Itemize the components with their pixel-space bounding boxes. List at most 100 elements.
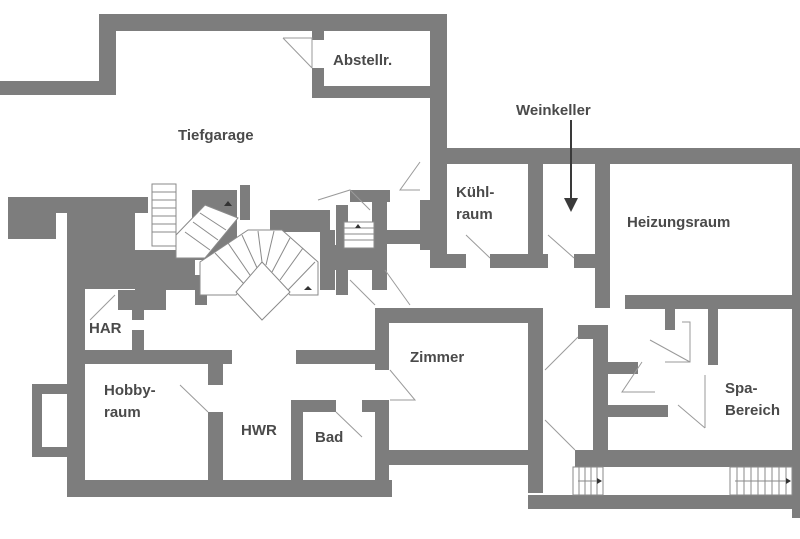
wall (575, 450, 800, 467)
wall (99, 14, 447, 31)
room-label-abstellraum: Abstellr. (333, 52, 392, 69)
door-swing (544, 419, 576, 451)
door-swing (677, 404, 706, 429)
walls (0, 14, 800, 518)
room-label-bad: Bad (315, 429, 343, 446)
door-swing (621, 361, 655, 393)
wall (85, 197, 135, 289)
stair-step (287, 261, 316, 291)
room-label-har: HAR (89, 320, 122, 337)
room-label-hobbyraum-line1: Hobby- (104, 382, 156, 399)
stair-step (199, 212, 227, 231)
wall (593, 325, 608, 465)
wall (291, 400, 303, 497)
wall (312, 31, 324, 40)
wall (67, 350, 232, 364)
door-swing (384, 269, 411, 306)
stair-u (151, 183, 239, 259)
door-swing (547, 234, 575, 259)
stair-step (271, 237, 291, 273)
wall (296, 350, 386, 364)
stair-direction-arrow (304, 286, 312, 290)
wall (132, 305, 144, 320)
stairs (151, 183, 793, 496)
room-labels: Abstellr. Tiefgarage Weinkeller Kühl- ra… (89, 52, 780, 446)
room-label-spa-line1: Spa- (725, 380, 758, 397)
wall (240, 185, 250, 220)
wall (490, 254, 548, 268)
door-swing (665, 321, 691, 363)
wall (420, 200, 434, 250)
room-label-heizungsraum: Heizungsraum (627, 214, 730, 231)
weinkeller-pointer-arrow (564, 120, 578, 212)
door-swing (89, 294, 116, 321)
wall (608, 405, 668, 417)
stair-bottom-left (572, 466, 604, 496)
wall (32, 384, 42, 457)
room-label-kuehlraum-line2: raum (456, 206, 493, 223)
wall (208, 412, 223, 497)
stair-spiral (199, 229, 319, 321)
door-swing (283, 37, 313, 68)
door-swing (179, 384, 209, 413)
stair-direction-arrow (786, 478, 791, 484)
room-label-kuehlraum-line1: Kühl- (456, 184, 494, 201)
stair-step (214, 252, 246, 286)
door-swing (389, 369, 417, 401)
stair-core (235, 261, 291, 321)
wall (665, 300, 675, 330)
wall (67, 197, 85, 497)
wall (372, 190, 387, 290)
wall (270, 210, 330, 232)
door-swing (317, 189, 371, 211)
wall (312, 86, 432, 98)
door-swing (335, 411, 363, 438)
stair-step (257, 230, 263, 263)
room-label-tiefgarage: Tiefgarage (178, 127, 254, 144)
wall (336, 205, 348, 295)
wall (528, 148, 543, 266)
stair-direction-arrow (355, 224, 361, 228)
stair-direction-arrow (597, 478, 602, 484)
wall (528, 495, 800, 509)
room-label-spa-line2: Bereich (725, 402, 780, 419)
wall (375, 400, 389, 497)
wall (708, 300, 718, 365)
wall (792, 148, 800, 518)
door-swings (89, 37, 706, 451)
wall (574, 254, 610, 268)
stair-direction-arrow (224, 201, 232, 206)
wall (528, 308, 543, 493)
door-swing (465, 234, 491, 259)
wall (99, 14, 116, 95)
wall (32, 384, 70, 394)
door-swing (544, 336, 579, 371)
wall (118, 290, 166, 310)
wall (67, 480, 392, 497)
wall (430, 254, 466, 268)
wall (0, 81, 116, 95)
wall (375, 450, 543, 465)
door-swing (649, 339, 691, 363)
wall (430, 148, 800, 164)
room-label-hobbyraum-line2: raum (104, 404, 141, 421)
stair-bottom-right (729, 466, 793, 496)
room-label-weinkeller: Weinkeller (516, 102, 591, 119)
wall (132, 330, 144, 352)
stair-step (241, 234, 259, 271)
stair-step (279, 247, 304, 281)
wall (595, 148, 610, 308)
wall (430, 14, 447, 254)
wall (608, 362, 638, 374)
stair-step (192, 221, 219, 241)
wall (320, 230, 335, 290)
wall (208, 350, 223, 385)
wall (32, 447, 70, 457)
stair-step (265, 230, 275, 266)
door-swing (349, 279, 376, 306)
arrow-head (564, 198, 578, 212)
door-swing (399, 161, 421, 191)
door-swing (282, 37, 313, 69)
stair-straight (343, 221, 375, 249)
stair-step (227, 242, 253, 279)
